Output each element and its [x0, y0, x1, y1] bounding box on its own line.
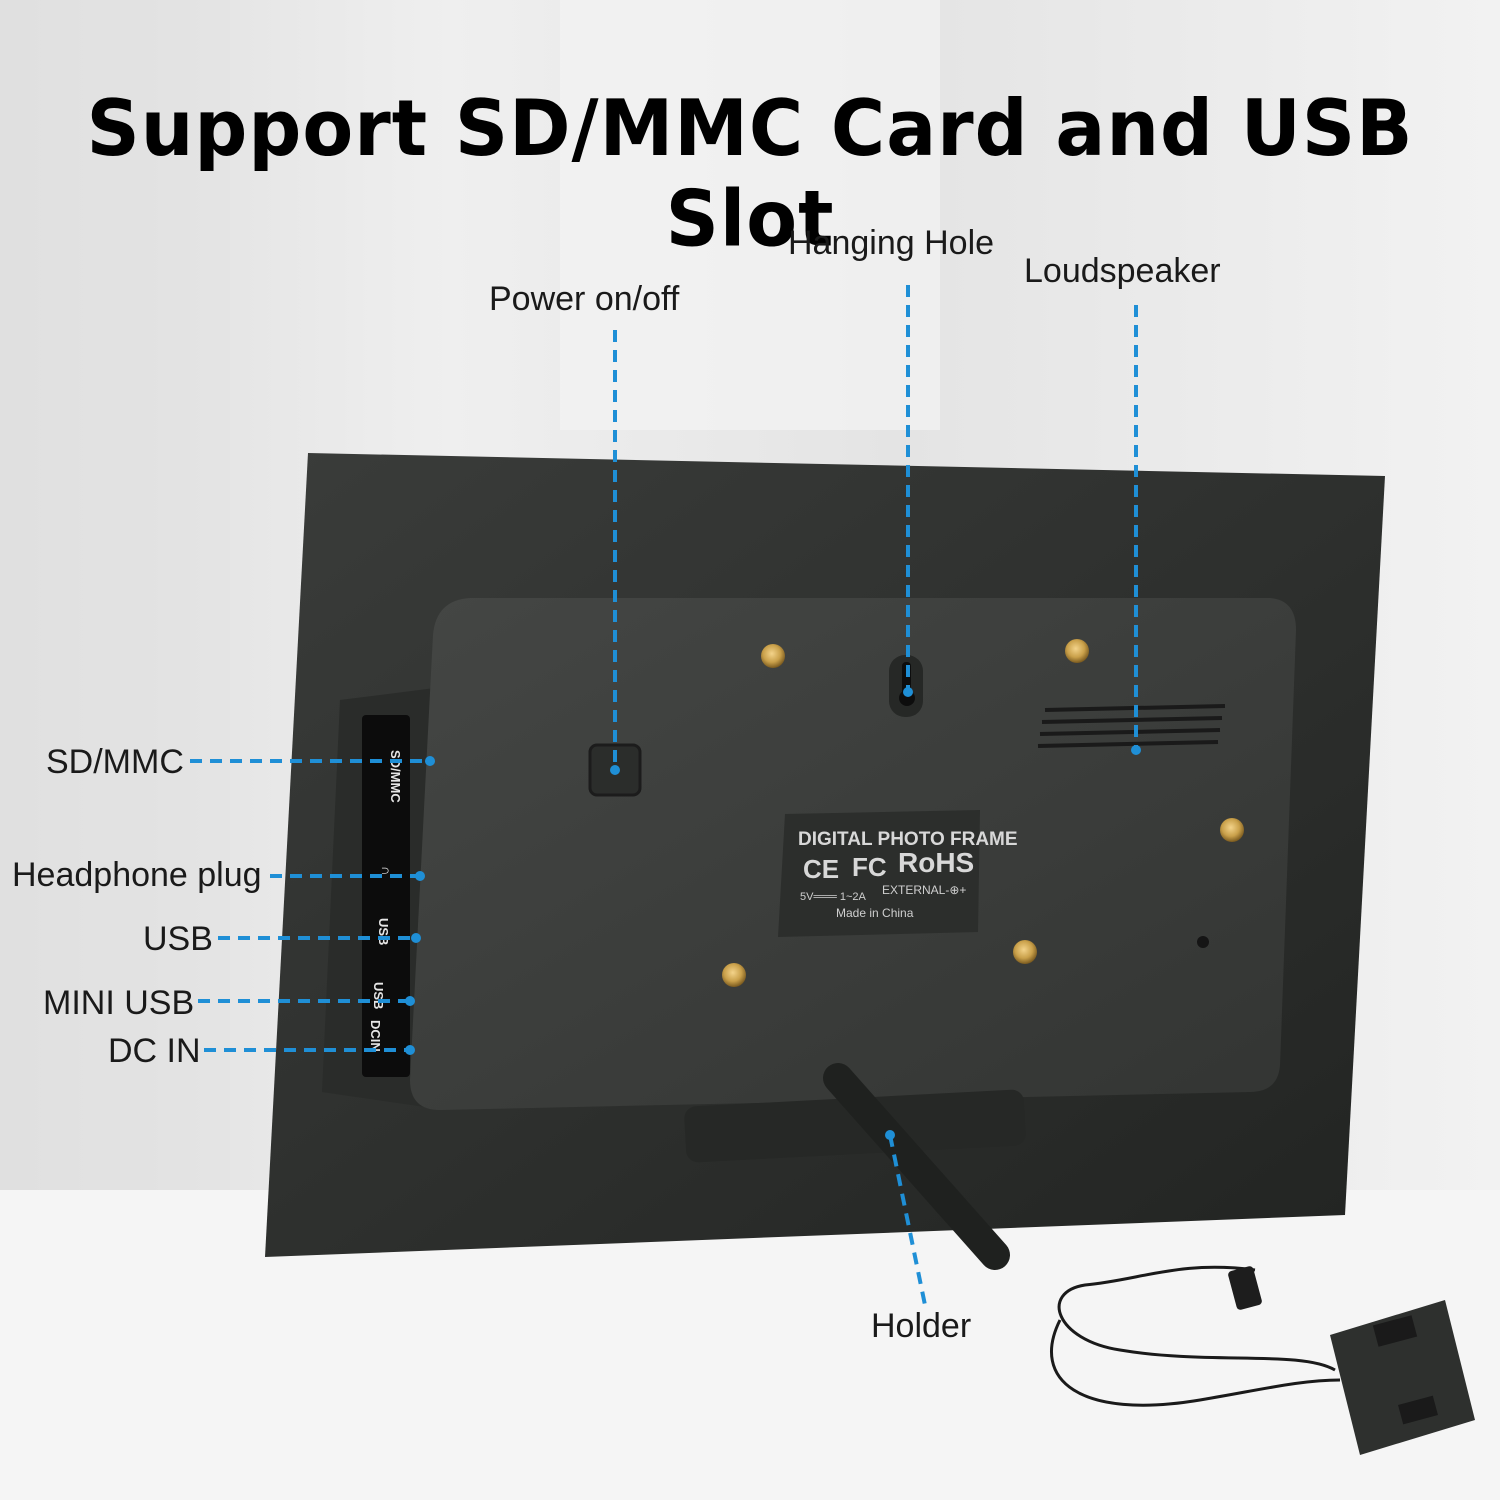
callout-lines	[190, 285, 1138, 1306]
sticker-rating: 5V═══ 1~2A	[800, 891, 867, 903]
port-label-dc: DCIN	[368, 1020, 383, 1052]
callout-headphone: Headphone plug	[12, 856, 262, 894]
side-port-strip	[362, 715, 410, 1077]
sticker-fc-mark: FC	[852, 852, 887, 882]
screw-bottom-right	[1013, 940, 1037, 964]
port-label-sd: SD/MMC	[388, 750, 403, 803]
background-window	[560, 0, 940, 430]
port-label-headphone: ∩	[379, 866, 394, 875]
callout-mini-usb: MINI USB	[43, 984, 195, 1022]
stand-rail	[684, 1089, 1026, 1163]
callout-dc-in: DC IN	[108, 1032, 201, 1070]
page-title: Support SD/MMC Card and USB Slot	[86, 83, 1414, 265]
rating-sticker: DIGITAL PHOTO FRAME CE FC RoHS 5V═══ 1~2…	[778, 810, 1018, 937]
sticker-external: EXTERNAL-⊕+	[882, 883, 966, 897]
sticker-origin: Made in China	[836, 906, 914, 920]
holder-leg	[823, 1063, 1010, 1270]
callout-loudspeaker: Loudspeaker	[1024, 252, 1221, 290]
screw-top-left	[761, 644, 785, 668]
speaker-grille	[1037, 704, 1226, 748]
sticker-rohs-mark: RoHS	[898, 847, 974, 878]
callout-usb: USB	[143, 920, 213, 958]
callout-dots	[405, 687, 1141, 1140]
screw-bottom-left	[722, 963, 746, 987]
sticker-ce-mark: CE	[803, 854, 839, 884]
sticker-heading: DIGITAL PHOTO FRAME	[798, 829, 1018, 850]
background-curtain-left	[0, 0, 230, 1200]
screw-right	[1220, 818, 1244, 842]
callout-power: Power on/off	[489, 280, 680, 318]
callout-sd-mmc: SD/MMC	[46, 743, 184, 781]
port-label-usb: USB	[376, 918, 391, 945]
screw-top-right	[1065, 639, 1089, 663]
reset-pinhole	[1197, 936, 1209, 948]
callout-hanging-hole: Hanging Hole	[788, 224, 995, 262]
power-adapter	[1050, 1265, 1475, 1455]
table-surface	[0, 1190, 1500, 1500]
callout-line-holder	[888, 1134, 927, 1306]
callout-holder: Holder	[871, 1307, 972, 1345]
port-label-mini-usb: USB	[371, 982, 386, 1009]
